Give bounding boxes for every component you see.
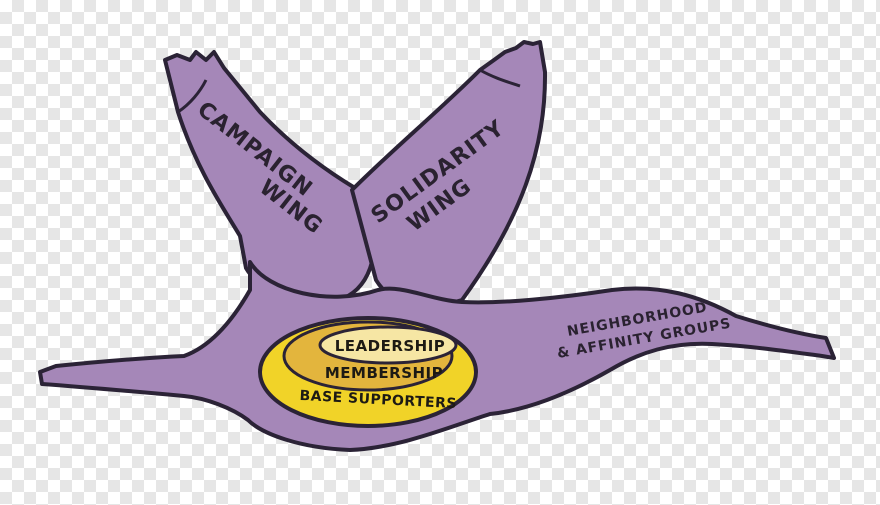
left-wing-feather-line xyxy=(177,79,208,114)
middle-ring-label: MEMBERSHIP xyxy=(325,364,443,382)
inner-ring-label: LEADERSHIP xyxy=(335,337,446,355)
right-wing-feather-line xyxy=(479,68,521,88)
inner-ring-leadership xyxy=(318,325,458,365)
